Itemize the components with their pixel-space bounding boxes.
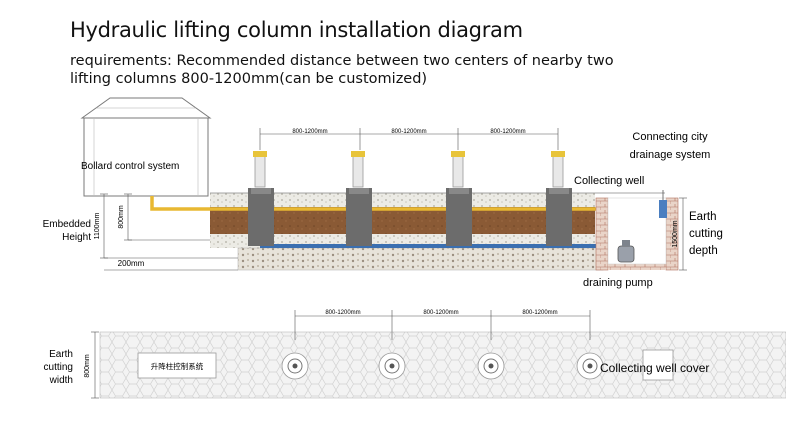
plan-spacing-label-2: 800-1200mm (423, 310, 458, 316)
plan-collecting-well-cover (642, 349, 674, 381)
height-dims (100, 193, 238, 271)
height-800-label: 800mm (118, 205, 125, 229)
lifting-column-2 (346, 151, 372, 246)
soil-layer (210, 207, 595, 234)
surface-layer (210, 193, 595, 207)
depth-dim (679, 197, 687, 271)
drain-outlet-pipe (659, 190, 667, 218)
top-spacing-label-2: 800-1200mm (391, 129, 426, 135)
base-layer (237, 247, 604, 271)
lifting-column-4 (546, 151, 572, 246)
draining-pump-label: draining pump (583, 277, 653, 289)
top-spacing-label-3: 800-1200mm (490, 129, 525, 135)
earth-cutting-width-label-2: cutting (44, 362, 73, 373)
plan-spacing-dims (294, 310, 591, 340)
base-200-label: 200mm (118, 259, 145, 268)
earth-cutting-width-label-1: Earth (49, 349, 73, 360)
collecting-well-cover-label: Collecting well cover (600, 361, 709, 375)
embedded-height-label-2: Height (62, 232, 91, 243)
collecting-well-label: Collecting well (574, 175, 644, 187)
plan-bollard-1 (281, 352, 309, 380)
plan-control-box (137, 352, 217, 379)
earth-cutting-depth-label-2: cutting (689, 228, 723, 240)
page-title: Hydraulic lifting column installation di… (70, 18, 523, 42)
plan-spacing-label-3: 800-1200mm (522, 310, 557, 316)
lifting-column-1 (248, 151, 274, 246)
plan-bollard-3 (477, 352, 505, 380)
plan-spacing-label-1: 800-1200mm (325, 310, 360, 316)
connecting-city-label-1: Connecting city (632, 131, 708, 143)
top-spacing-label-1: 800-1200mm (292, 129, 327, 135)
plan-control-box-label: 升降柱控制系统 (151, 361, 204, 371)
plan-bollard-4 (576, 352, 604, 380)
width-800-label: 800mm (84, 354, 91, 378)
requirements-line-2: lifting columns 800-1200mm(can be custom… (70, 71, 428, 87)
bollard-control-label: Bollard control system (81, 161, 179, 172)
height-1100-label: 1100mm (94, 212, 101, 239)
top-spacing-dims (259, 128, 559, 150)
plan-width-dim (91, 331, 99, 399)
collecting-well (595, 197, 679, 271)
earth-cutting-depth-label-1: Earth (689, 211, 717, 223)
embedded-height-label-1: Embedded (43, 219, 91, 230)
earth-cutting-depth-label-3: depth (689, 245, 718, 257)
draining-pump-icon (617, 240, 635, 263)
requirements-line-1: requirements: Recommended distance betwe… (70, 53, 614, 69)
bollard-control-house (80, 97, 212, 197)
connecting-city-label-2: drainage system (630, 149, 711, 161)
plan-bollard-2 (378, 352, 406, 380)
depth-1500-label: 1500mm (672, 220, 679, 247)
requirements-text: requirements: Recommended distance betwe… (70, 52, 630, 88)
earth-cutting-width-label-3: width (49, 375, 73, 386)
lifting-column-3 (446, 151, 472, 246)
